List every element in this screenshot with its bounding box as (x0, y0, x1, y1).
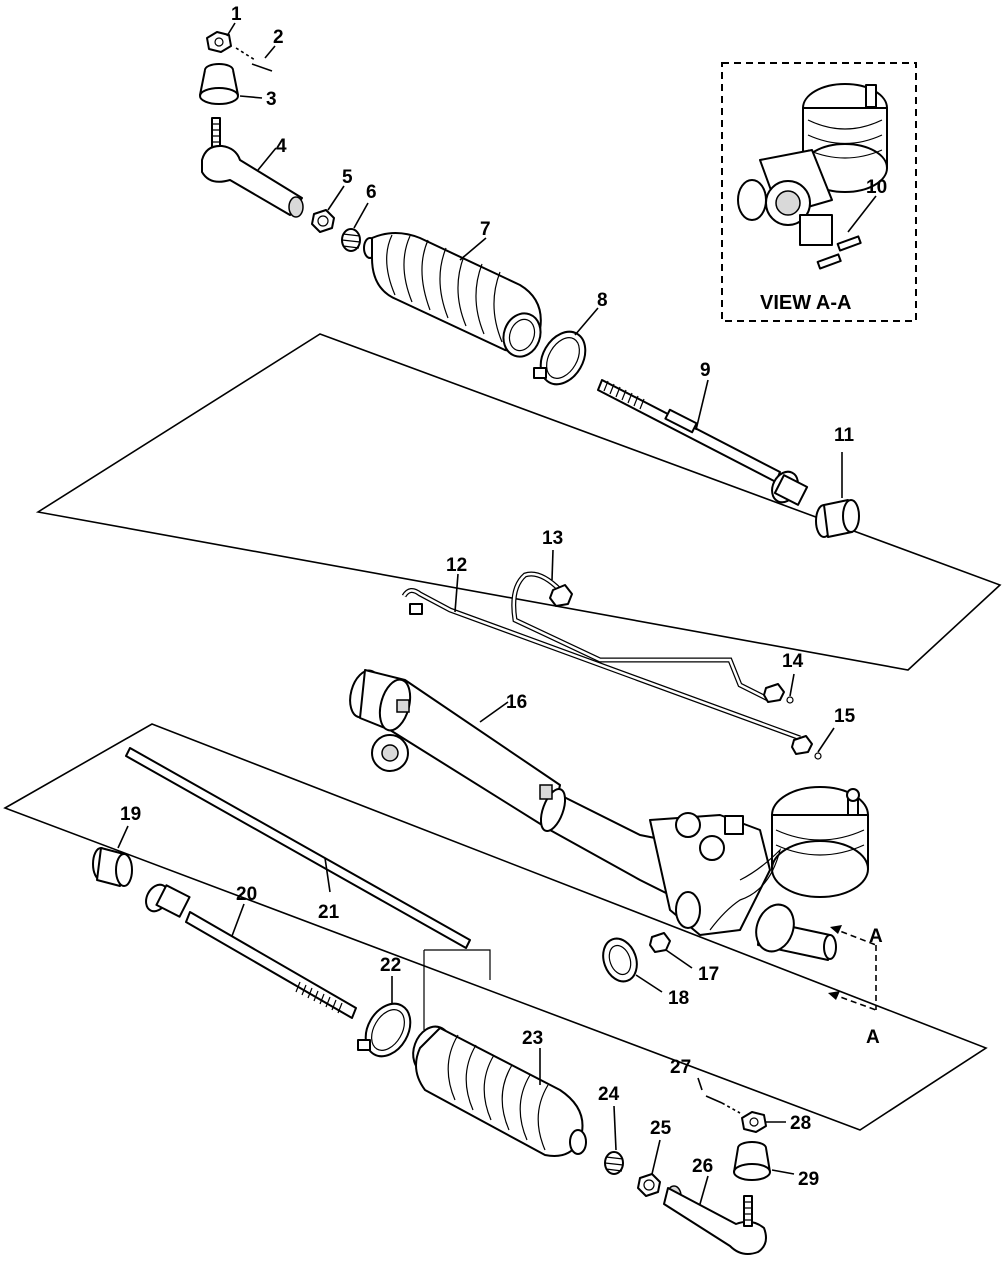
callout-5: 5 (342, 167, 353, 188)
part-8-large-boot-clamp (533, 307, 599, 386)
callout-22: 22 (380, 955, 401, 976)
view-a-a-label: VIEW A-A (760, 292, 851, 314)
callout-23: 23 (522, 1028, 543, 1049)
part-14-fitting (763, 673, 795, 704)
callout-3: 3 (266, 89, 277, 110)
callout-16: 16 (506, 692, 527, 713)
part-23-bellows-boot (412, 949, 587, 1157)
callout-10: 10 (866, 177, 887, 198)
callout-11: 11 (834, 425, 855, 446)
upper-group-frame (35, 333, 1002, 671)
part-13-fluid-pipe (511, 549, 772, 703)
part-18-bushing (602, 937, 663, 993)
section-marker-a-bottom: A (866, 1027, 880, 1048)
callout-29: 29 (798, 1169, 819, 1190)
part-12-fluid-pipe (401, 573, 801, 741)
callout-9: 9 (700, 360, 711, 381)
callout-28: 28 (790, 1113, 811, 1134)
callout-4: 4 (276, 136, 287, 157)
callout-26: 26 (692, 1156, 713, 1177)
callout-21: 21 (318, 902, 340, 923)
callout-15: 15 (834, 706, 856, 727)
lower-group-frame (3, 723, 988, 1131)
part-20-inner-tie-rod (145, 883, 357, 1019)
part-9-inner-tie-rod (597, 379, 809, 506)
part-21-rack-rod (125, 747, 471, 949)
part-22-large-boot-clamp (357, 976, 412, 1058)
callout-7: 7 (480, 219, 491, 240)
part-2-cotter-pin (235, 45, 276, 72)
part-24-boot-clamp (604, 1105, 624, 1175)
view-a-a-inset: 10 VIEW A-A (721, 62, 917, 322)
callout-12: 12 (446, 555, 467, 576)
part-15-fitting (791, 727, 835, 760)
part-29-seal-boot (733, 1141, 795, 1181)
callout-8: 8 (597, 290, 608, 311)
part-25-jam-nut (637, 1139, 661, 1197)
part-17-adjuster-nut (649, 932, 693, 969)
part-11-bushing (815, 452, 860, 538)
part-4-outer-tie-rod-end (201, 117, 304, 218)
part-7-bellows-boot (363, 232, 542, 358)
part-1-castle-nut (206, 22, 236, 53)
part-28-castle-nut (741, 1111, 786, 1133)
part-19-bushing (92, 825, 133, 887)
callout-6: 6 (366, 182, 377, 203)
section-marker-a-top: A (869, 926, 883, 947)
callout-1: 1 (231, 4, 242, 25)
part-26-outer-tie-rod-end (663, 1175, 767, 1255)
section-a-markers (828, 925, 877, 1011)
callout-24: 24 (598, 1084, 620, 1105)
part-5-jam-nut (311, 185, 345, 233)
callout-13: 13 (542, 528, 563, 549)
callout-25: 25 (650, 1118, 672, 1139)
callout-18: 18 (668, 988, 689, 1009)
callout-20: 20 (236, 884, 257, 905)
callout-14: 14 (782, 651, 804, 672)
part-27-cotter-pin (697, 1077, 741, 1114)
part-6-boot-clamp (341, 202, 369, 252)
part-16-gear-housing (349, 669, 869, 961)
callout-27: 27 (670, 1057, 691, 1078)
part-3-seal-boot (199, 63, 263, 105)
callout-19: 19 (120, 804, 141, 825)
callout-2: 2 (273, 27, 284, 48)
callout-17: 17 (698, 964, 719, 985)
